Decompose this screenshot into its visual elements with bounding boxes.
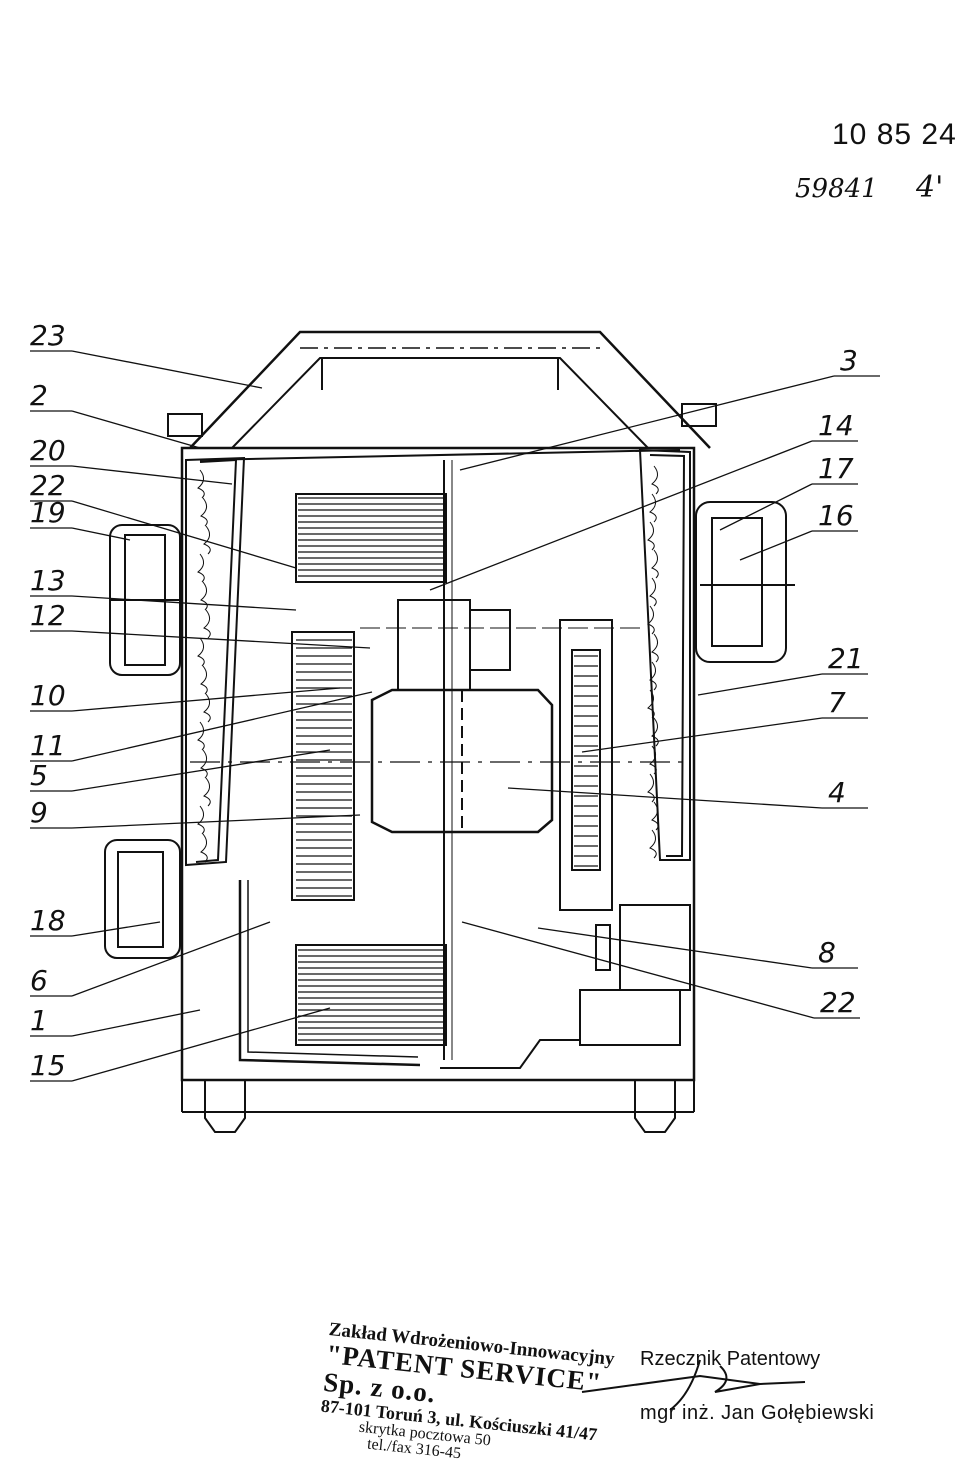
callout-label-right: 14 [818,409,854,442]
leader-right-6 [507,787,823,809]
callout-label-left: 1 [30,1004,48,1037]
leader-left-0 [71,350,263,389]
leader-right-1 [429,440,813,591]
leader-left-10 [71,814,361,829]
labels-right-group: 3 14 17 16 21 7 4 8 22 [818,344,864,1019]
patent-drawing-sheet: 10 85 24 59841 4' [30,118,957,1463]
callout-label-right: 7 [828,686,846,719]
leader-left-3 [71,500,297,569]
leader-left-5 [71,595,297,611]
callout-label-left: 19 [30,496,66,529]
pipe [238,880,580,1069]
handwritten-id-number: 59841 [795,174,878,204]
callout-label-right: 4 [828,776,846,809]
callout-label-left: 10 [30,679,66,712]
left-inlet-bottom [104,839,181,959]
handwritten-mark: 4' [915,170,944,205]
handwritten-id: 59841 4' [795,170,943,205]
lower-turbine [295,944,447,1046]
leader-left-9 [71,749,331,792]
right-impeller [559,619,613,911]
left-impeller [291,631,355,901]
attorney-name: mgr inż. Jan Gołębiewski [640,1402,875,1424]
leader-left-7 [71,687,341,712]
callout-label-right: 3 [840,344,858,377]
callout-label-left: 2 [30,379,48,412]
filter-texture [197,465,659,863]
leader-left-12 [71,921,271,997]
leader-right-3 [739,530,813,561]
callout-label-left: 15 [30,1049,66,1082]
leader-right-5 [581,717,823,753]
leader-right-4 [697,673,823,696]
lower-right-box [579,904,691,1046]
callout-label-right: 16 [818,499,854,532]
leader-left-11 [71,921,161,937]
attorney-title: Rzecznik Patentowy [640,1348,821,1370]
leader-right-7 [537,927,813,969]
leader-lines [30,350,880,1082]
outer-housing [180,446,696,1113]
callout-label-left: 20 [30,434,66,467]
document-number: 10 85 24 [832,118,957,151]
callout-label-left: 6 [30,964,48,997]
callout-label-left: 11 [30,729,66,762]
turbine-hatching [296,497,598,1041]
feet [204,1080,676,1133]
leader-left-1 [71,410,201,449]
leader-right-2 [719,483,813,531]
callout-label-left: 18 [30,904,66,937]
callout-label-left: 12 [30,599,66,632]
callout-label-left: 22 [30,469,66,502]
motor [370,688,554,834]
callout-label-right: 22 [820,986,856,1019]
leader-left-13 [71,1009,201,1037]
leader-right-8 [461,921,815,1019]
leader-left-14 [71,1007,331,1082]
callout-label-right: 21 [828,642,864,675]
leader-right-0 [459,375,835,471]
upper-block [397,599,511,691]
right-outlet [695,501,795,663]
callout-label-left: 5 [30,759,48,792]
callout-label-left: 13 [30,564,66,597]
leader-left-6 [71,630,371,649]
leader-left-4 [71,527,131,541]
filter-walls [185,448,691,867]
leader-left-8 [71,691,373,762]
callout-label-left: 9 [30,796,48,829]
callout-label-right: 17 [818,452,854,485]
callout-label-right: 8 [818,936,836,969]
callout-label-left: 23 [30,319,66,352]
upper-turbine [295,493,447,583]
signature [581,1359,806,1411]
leader-left-2 [71,465,233,485]
handle [167,330,717,449]
